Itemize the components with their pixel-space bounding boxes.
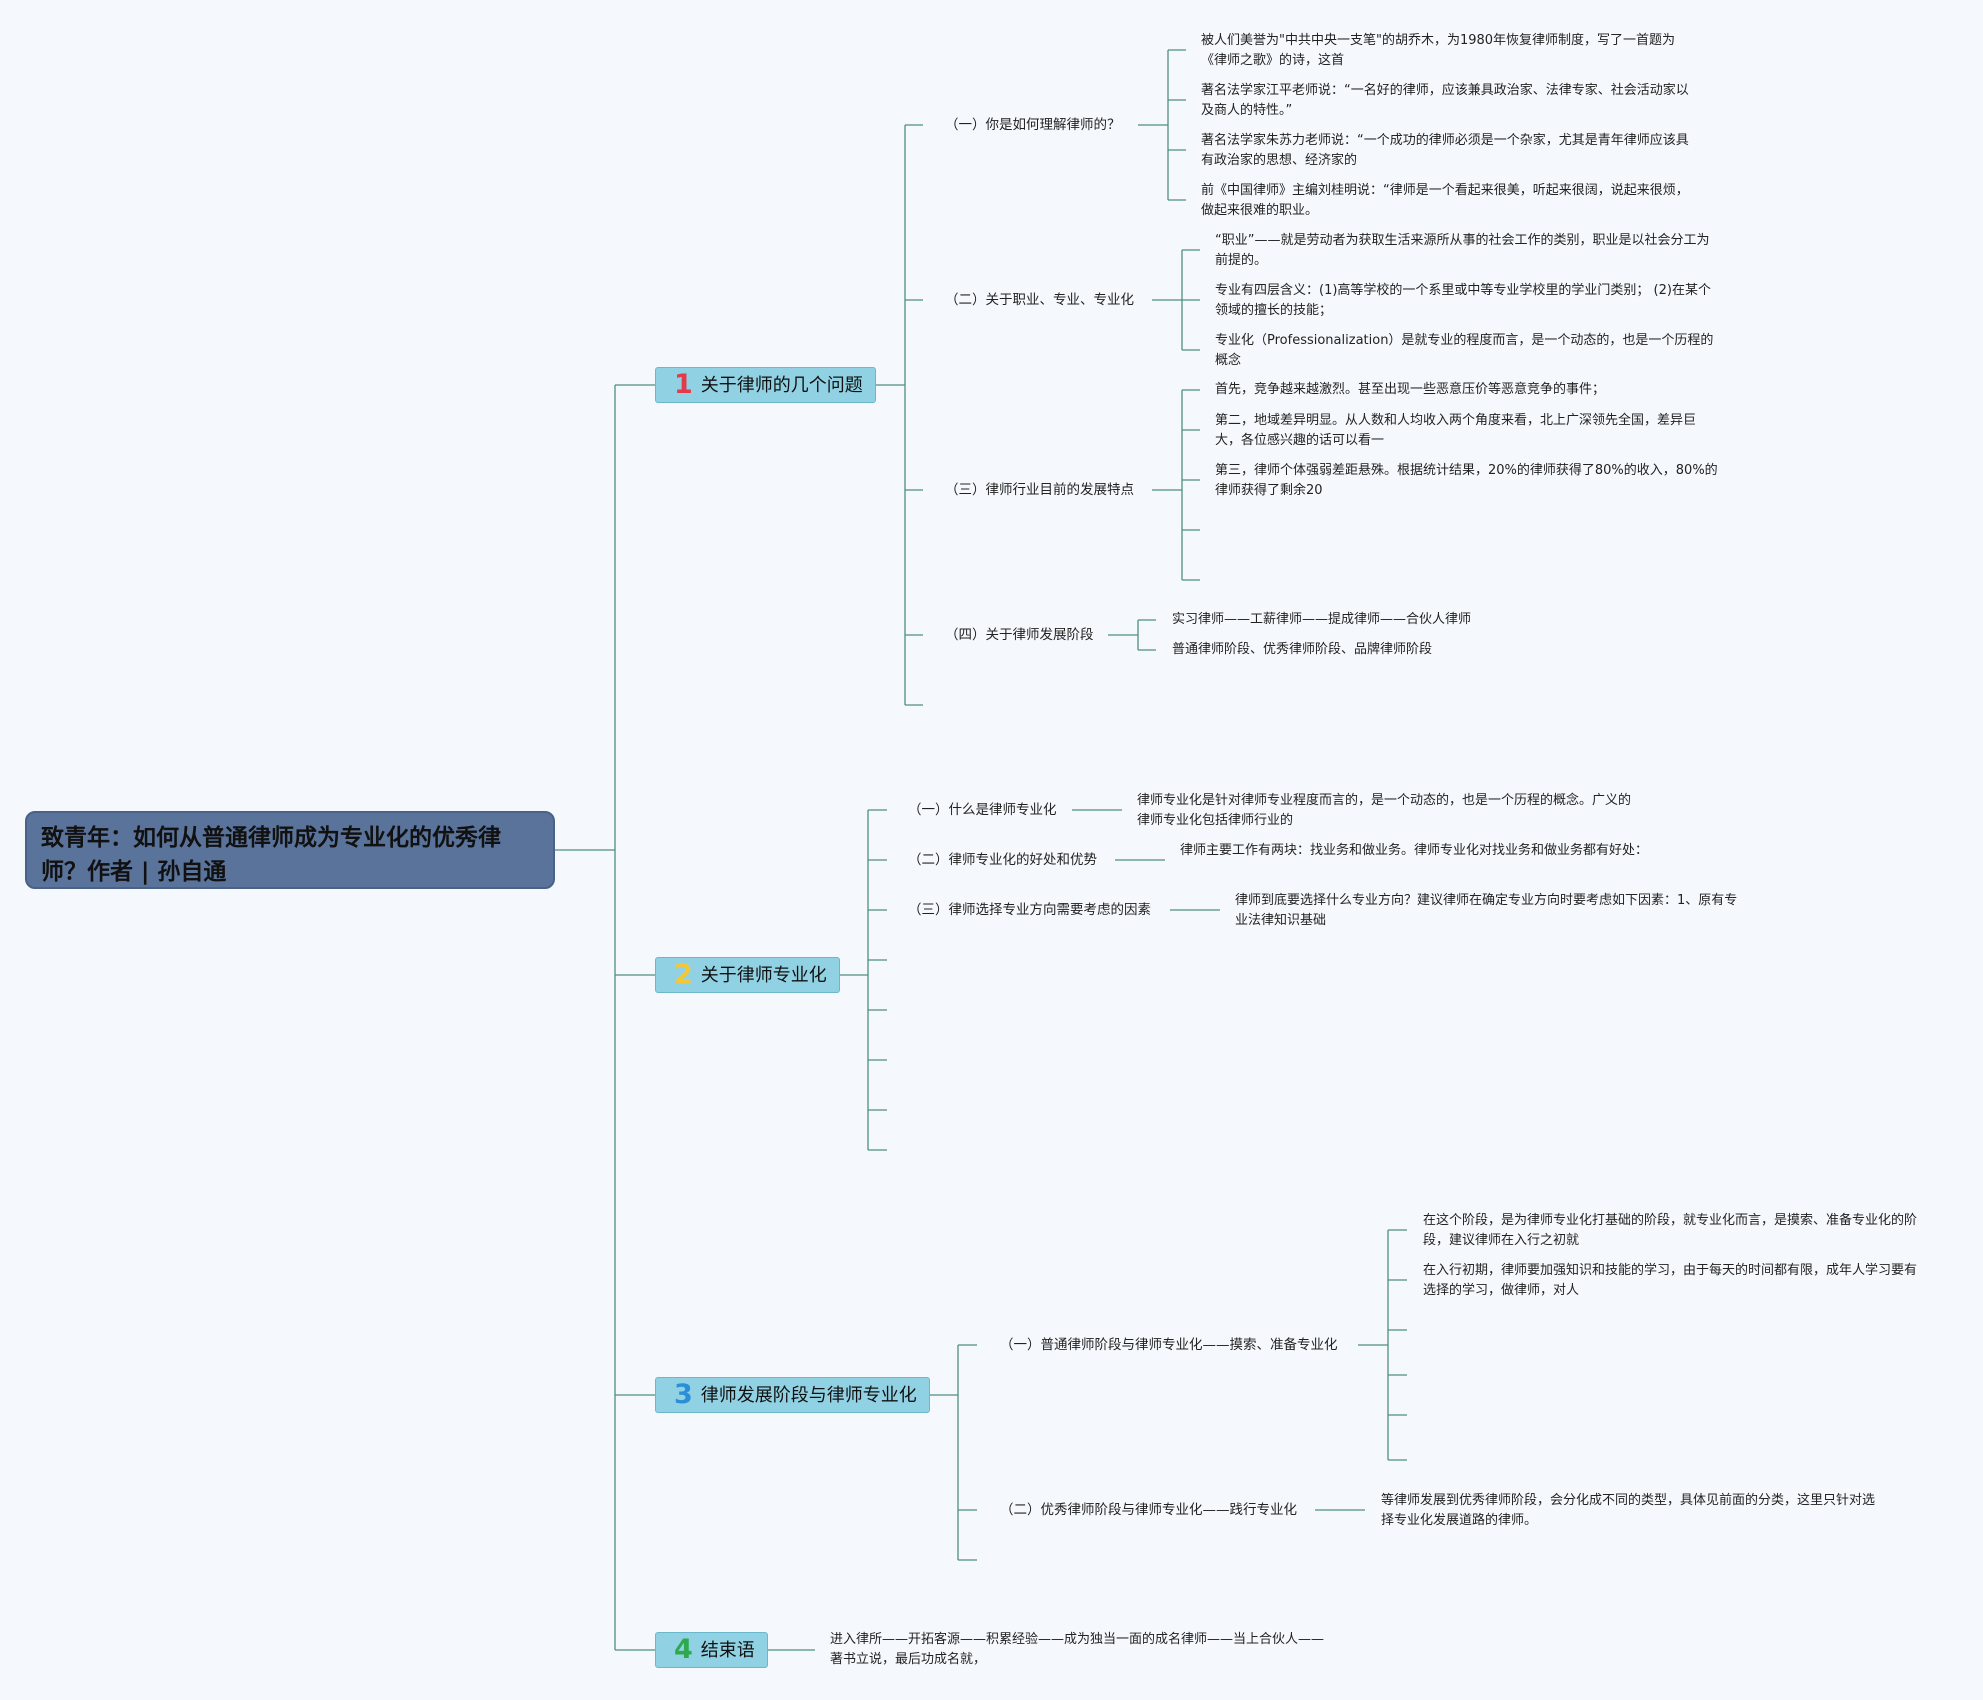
detail-1-2-2[interactable]: 专业有四层含义：(1)高等学校的一个系里或中等专业学校里的学业门类别； (2)在…: [1215, 283, 1711, 318]
branch-2-label: 关于律师专业化: [700, 965, 827, 986]
subtopic-2-3[interactable]: （三）律师选择专业方向需要考虑的因素: [908, 902, 1151, 918]
branch-4-number: 4: [674, 1634, 693, 1665]
detail-1-2-3[interactable]: 专业化（Professionalization）是就专业的程度而言，是一个动态的…: [1215, 333, 1714, 368]
branch-4-label: 结束语: [700, 1640, 755, 1661]
detail-1-3-1[interactable]: 首先，竞争越来越激烈。甚至出现一些恶意压价等恶意竞争的事件；: [1215, 382, 1606, 397]
branch-3-topic[interactable]: 3 律师发展阶段与律师专业化: [655, 1377, 930, 1413]
root-title-line1: 致青年：如何从普通律师成为专业化的优秀律: [41, 825, 501, 851]
subtopic-2-1[interactable]: （一）什么是律师专业化: [908, 802, 1057, 818]
subtopic-3-1[interactable]: （一）普通律师阶段与律师专业化——摸索、准备专业化: [1000, 1337, 1338, 1353]
detail-1-2-1[interactable]: “职业”——就是劳动者为获取生活来源所从事的社会工作的类别，职业是以社会分工为前…: [1215, 233, 1710, 268]
detail-2-3-1[interactable]: 律师到底要选择什么专业方向？建议律师在确定专业方向时要考虑如下因素：1、原有专业…: [1235, 893, 1738, 928]
detail-2-2-1[interactable]: 律师主要工作有两块：找业务和做业务。律师专业化对找业务和做业务都有好处：: [1180, 843, 1649, 858]
root-title-line2: 师？作者 | 孙自通: [41, 859, 227, 885]
subtopic-1-2[interactable]: （二）关于职业、专业、专业化: [945, 292, 1134, 308]
detail-1-1-3[interactable]: 著名法学家朱苏力老师说：“一个成功的律师必须是一个杂家，尤其是青年律师应该具有政…: [1201, 133, 1689, 168]
detail-2-1-1[interactable]: 律师专业化是针对律师专业程度而言的，是一个动态的，也是一个历程的概念。广义的律师…: [1137, 793, 1632, 828]
branch-1-topic[interactable]: 1 关于律师的几个问题: [655, 367, 876, 403]
detail-1-1-2[interactable]: 著名法学家江平老师说：“一名好的律师，应该兼具政治家、法律专家、社会活动家以及商…: [1201, 83, 1689, 118]
subtopic-1-1[interactable]: （一）你是如何理解律师的？: [945, 117, 1121, 133]
detail-1-3-2[interactable]: 第二，地域差异明显。从人数和人均收入两个角度来看，北上广深领先全国，差异巨大，各…: [1215, 413, 1697, 448]
subtopic-2-2[interactable]: （二）律师专业化的好处和优势: [908, 852, 1097, 868]
branch-3-label: 律师发展阶段与律师专业化: [700, 1385, 917, 1406]
branch-1-number: 1: [674, 369, 693, 400]
detail-3-1-2[interactable]: 在入行初期，律师要加强知识和技能的学习，由于每天的时间都有限，成年人学习要有选择…: [1423, 1263, 1918, 1298]
detail-1-4-1[interactable]: 实习律师——工薪律师——提成律师——合伙人律师: [1172, 612, 1472, 627]
branch-2-topic[interactable]: 2 关于律师专业化: [655, 957, 840, 993]
branch-4-topic[interactable]: 4 结束语: [655, 1632, 768, 1668]
subtopic-1-4[interactable]: （四）关于律师发展阶段: [945, 627, 1094, 643]
subtopic-3-2[interactable]: （二）优秀律师阶段与律师专业化——践行专业化: [1000, 1502, 1297, 1518]
detail-1-3-3[interactable]: 第三，律师个体强弱差距悬殊。根据统计结果，20%的律师获得了80%的收入，80%…: [1215, 463, 1718, 498]
detail-1-1-1[interactable]: 被人们美誉为"中共中央一支笔"的胡乔木，为1980年恢复律师制度，写了一首题为《…: [1201, 33, 1676, 68]
detail-3-2-1[interactable]: 等律师发展到优秀律师阶段，会分化成不同的类型，具体见前面的分类，这里只针对选择专…: [1381, 1493, 1876, 1528]
detail-1-1-4[interactable]: 前《中国律师》主编刘桂明说：“律师是一个看起来很美，听起来很阔，说起来很烦，做起…: [1201, 183, 1689, 218]
detail-4-1[interactable]: 进入律所——开拓客源——积累经验——成为独当一面的成名律师——当上合伙人——著书…: [830, 1632, 1325, 1667]
branch-1-label: 关于律师的几个问题: [700, 375, 863, 396]
branch-2-number: 2: [674, 959, 693, 990]
detail-3-1-1[interactable]: 在这个阶段，是为律师专业化打基础的阶段，就专业化而言，是摸索、准备专业化的阶段，…: [1423, 1213, 1918, 1248]
branch-3-number: 3: [674, 1379, 693, 1410]
root-topic[interactable]: 致青年：如何从普通律师成为专业化的优秀律 师？作者 | 孙自通: [25, 811, 555, 889]
detail-1-4-2[interactable]: 普通律师阶段、优秀律师阶段、品牌律师阶段: [1172, 642, 1433, 657]
subtopic-1-3[interactable]: （三）律师行业目前的发展特点: [945, 482, 1134, 498]
